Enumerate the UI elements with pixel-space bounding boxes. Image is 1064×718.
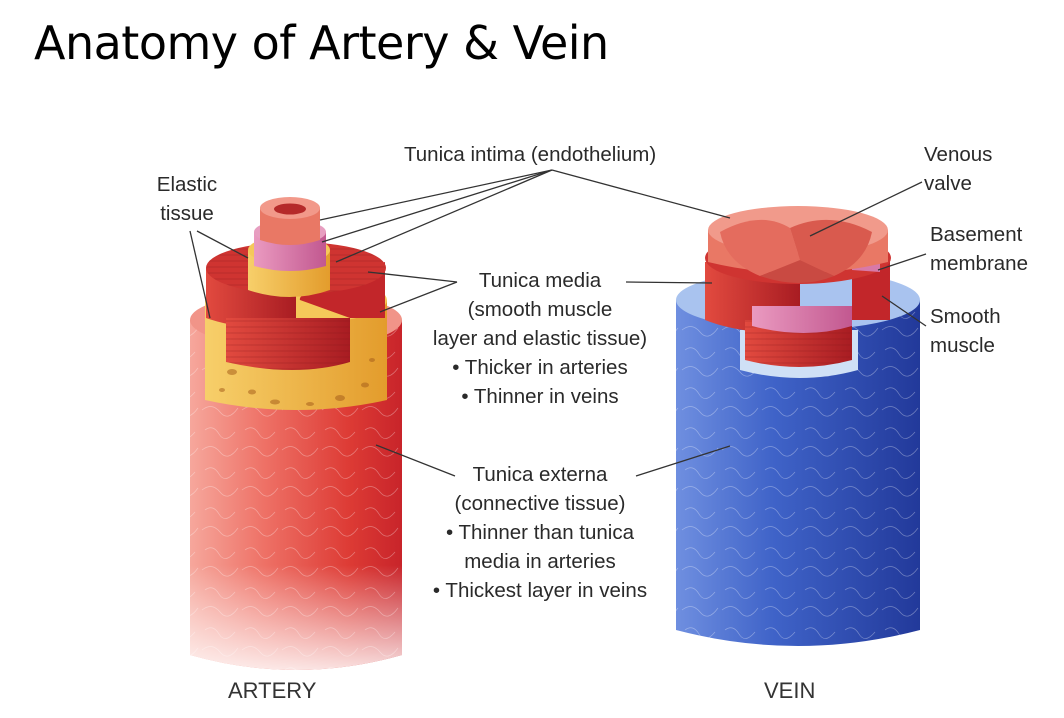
leader-intima-vein xyxy=(551,169,731,219)
label-basement-membrane: Basement membrane xyxy=(930,220,1028,278)
label-elastic-line-2: tissue xyxy=(160,202,214,225)
label-basement-line-2: membrane xyxy=(930,252,1028,275)
leader-media-1 xyxy=(367,271,458,283)
vein-basement-membrane xyxy=(752,306,852,333)
label-elastic-tissue: Elastic tissue xyxy=(140,170,234,228)
label-elastic-line-1: Elastic xyxy=(156,173,218,196)
leader-elastic-2 xyxy=(196,230,249,259)
label-smooth-line-2: muscle xyxy=(930,334,995,357)
leader-externa-vein xyxy=(635,445,731,477)
label-smooth-line-1: Smooth xyxy=(930,305,1001,328)
externa-bullet-1-cont: media in arteries xyxy=(464,550,616,573)
externa-bullet-1: • Thinner than tunica xyxy=(445,521,635,544)
label-basement-line-1: Basement xyxy=(930,223,1023,246)
leader-intima-artery-2 xyxy=(321,169,553,243)
label-smooth-muscle: Smooth muscle xyxy=(930,302,1001,360)
venous-valve xyxy=(720,219,800,276)
externa-line-1: Tunica externa xyxy=(472,463,608,486)
leader-intima-artery-3 xyxy=(335,169,553,263)
label-artery: ARTERY xyxy=(228,678,317,703)
vein-illustration xyxy=(676,206,920,646)
externa-bullet-2-text: Thickest layer in veins xyxy=(445,579,648,602)
leader-lines xyxy=(189,169,927,477)
externa-line-2: (connective tissue) xyxy=(454,492,626,515)
slide-title: Anatomy of Artery & Vein xyxy=(34,16,609,70)
label-tunica-intima: Tunica intima (endothelium) xyxy=(404,143,657,166)
leader-intima-artery-1 xyxy=(319,169,553,221)
label-tunica-media: Tunica media (smooth muscle layer and el… xyxy=(400,266,680,411)
leader-smooth-muscle xyxy=(881,295,927,327)
label-tunica-externa: Tunica externa (connective tissue) • Thi… xyxy=(400,460,680,605)
leader-basement xyxy=(877,253,927,271)
media-line-1: Tunica media xyxy=(478,269,602,292)
media-bullet-2: • Thinner in veins xyxy=(461,385,619,408)
externa-bullet-2: • Thickest layer in veins xyxy=(432,579,648,602)
label-valve-line-1: Venous xyxy=(924,143,993,166)
label-vein: VEIN xyxy=(764,678,816,703)
label-venous-valve: Venous valve xyxy=(924,140,992,198)
externa-bullet-1-text: Thinner than tunica xyxy=(458,521,635,544)
media-bullet-1-text: Thicker in arteries xyxy=(464,356,628,379)
media-bullet-2-text: Thinner in veins xyxy=(473,385,619,408)
leader-valve xyxy=(809,181,923,237)
label-valve-line-2: valve xyxy=(924,172,972,195)
leader-elastic-1 xyxy=(189,230,211,319)
artery-illustration xyxy=(190,197,402,670)
leader-externa-artery xyxy=(375,444,456,477)
elastic-pores xyxy=(219,358,375,406)
leader-media-2 xyxy=(379,281,458,313)
media-line-3: layer and elastic tissue) xyxy=(432,327,648,350)
media-line-2: (smooth muscle xyxy=(467,298,613,321)
leader-media-vein xyxy=(625,281,713,284)
media-bullet-1: • Thicker in arteries xyxy=(452,356,628,379)
